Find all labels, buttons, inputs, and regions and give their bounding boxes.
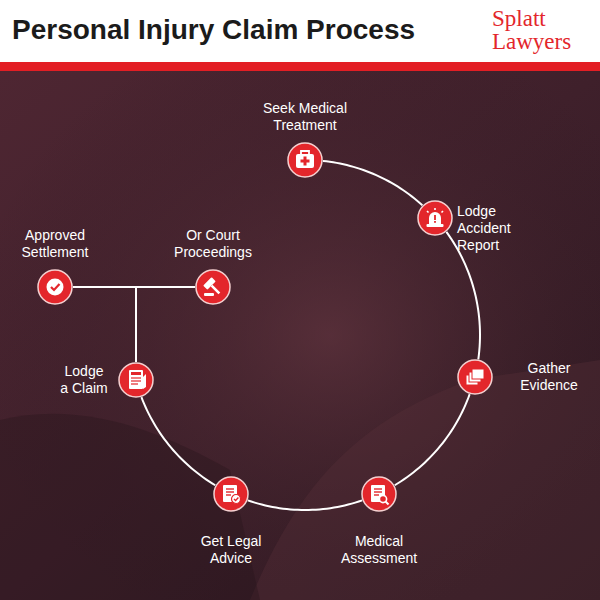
flow-connector	[323, 161, 422, 205]
claim-form-icon	[129, 370, 146, 389]
flow-connector	[73, 287, 136, 362]
step-circle	[361, 476, 397, 512]
gavel-icon	[203, 277, 224, 298]
brand-logo: Splatt Lawyers	[492, 7, 584, 53]
step-label: Lodge Accident Report	[457, 203, 521, 253]
step-circle	[37, 269, 73, 305]
photo-hand-shape	[250, 360, 600, 600]
header-rule	[0, 62, 600, 71]
diagram-title: Personal Injury Claim Process	[12, 14, 415, 46]
photo-paper-shape	[0, 414, 260, 600]
step-label: Get Legal Advice	[195, 533, 267, 567]
step-circle	[118, 362, 154, 398]
step-node: Seek Medical Treatment	[287, 142, 323, 178]
step-circle-shape	[288, 143, 322, 177]
step-node: Approved Settlement	[37, 269, 73, 305]
step-node: Gather Evidence	[457, 359, 493, 395]
step-circle	[417, 200, 453, 236]
alarm-light-icon	[427, 208, 444, 227]
step-circle	[287, 142, 323, 178]
step-circle	[213, 476, 249, 512]
flow-connector	[248, 500, 362, 510]
step-circle-shape	[196, 270, 230, 304]
step-node: Lodge a Claim	[118, 362, 154, 398]
check-icon	[47, 279, 64, 296]
step-circle-shape	[418, 201, 452, 235]
flow-connector	[395, 394, 470, 485]
step-label: Lodge a Claim	[59, 363, 109, 397]
flow-connector	[141, 397, 215, 485]
medical-kit-icon	[296, 151, 314, 168]
step-circle-shape	[38, 270, 72, 304]
step-node: Get Legal Advice	[213, 476, 249, 512]
step-label: Approved Settlement	[15, 227, 95, 261]
photo-glow	[0, 71, 600, 600]
legal-advice-icon	[223, 485, 241, 504]
papers-icon	[466, 369, 484, 385]
step-node: Lodge Accident Report	[417, 200, 453, 236]
step-circle	[457, 359, 493, 395]
step-label: Seek Medical Treatment	[255, 100, 355, 134]
step-circle-shape	[362, 477, 396, 511]
step-label: Medical Assessment	[337, 533, 421, 567]
step-label: Gather Evidence	[513, 360, 585, 394]
step-node: Or Court Proceedings	[195, 269, 231, 305]
step-circle	[195, 269, 231, 305]
step-circle-shape	[458, 360, 492, 394]
flow-connector	[136, 287, 195, 362]
step-node: Medical Assessment	[361, 476, 397, 512]
assessment-icon	[371, 485, 389, 505]
header-band	[0, 0, 600, 62]
step-circle-shape	[214, 477, 248, 511]
step-label: Or Court Proceedings	[171, 227, 255, 261]
step-circle-shape	[119, 363, 153, 397]
photo-backdrop	[0, 71, 600, 600]
